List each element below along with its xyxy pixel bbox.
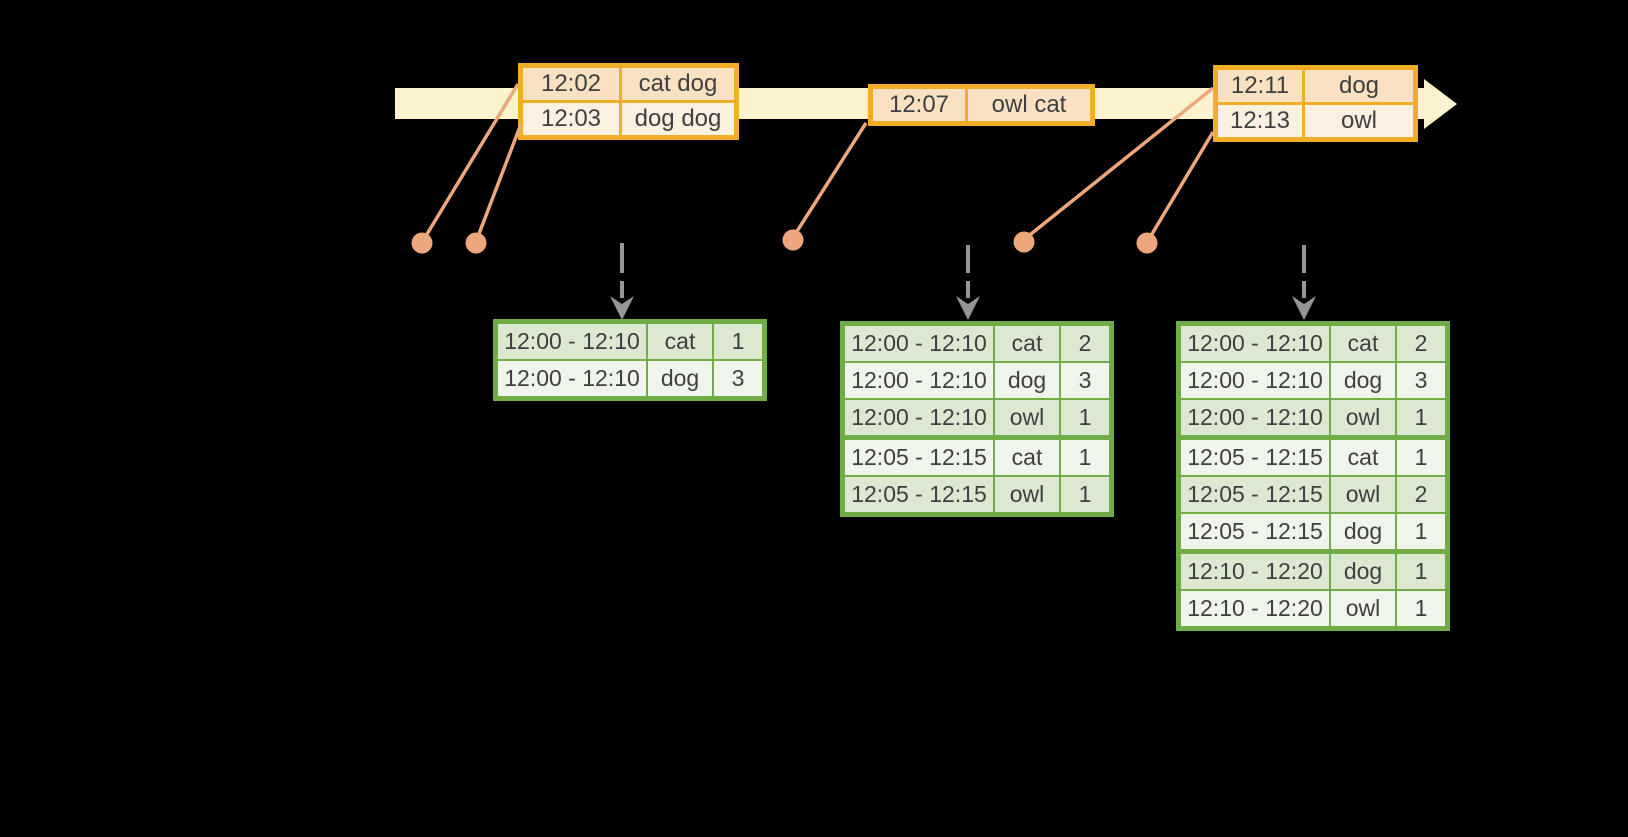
- connector-line: [1147, 131, 1215, 240]
- window-cell: 12:05 - 12:15: [841, 475, 995, 516]
- event-time-dot: [782, 229, 804, 251]
- count-cell: 2: [1395, 475, 1449, 514]
- word-cell: dog: [993, 361, 1061, 400]
- event-time-cell: 12:02: [519, 64, 622, 103]
- event-time-cell: 12:11: [1214, 66, 1305, 105]
- count-cell: 2: [1395, 322, 1449, 363]
- event-time-dots: [411, 229, 1158, 254]
- event-row: 12:02 cat dog: [519, 64, 738, 103]
- count-cell: 1: [1059, 398, 1113, 439]
- count-cell: 1: [1395, 512, 1449, 553]
- word-cell: cat: [993, 322, 1061, 363]
- word-cell: owl: [1329, 398, 1397, 439]
- trigger-arrowhead-icon: [956, 296, 980, 320]
- result-row: 12:10 - 12:20 owl 1: [1177, 589, 1449, 630]
- count-cell: 1: [1395, 589, 1449, 630]
- window-cell: 12:10 - 12:20: [1177, 589, 1331, 630]
- count-cell: 3: [1395, 361, 1449, 400]
- result-row: 12:00 - 12:10 dog 3: [841, 361, 1113, 400]
- word-cell: owl: [1329, 589, 1397, 630]
- event-time-dot: [1136, 232, 1158, 254]
- result-row: 12:05 - 12:15 cat 1: [1177, 435, 1449, 477]
- result-row: 12:05 - 12:15 owl 1: [841, 475, 1113, 516]
- result-table-2: 12:00 - 12:10 cat 2 12:00 - 12:10 dog 3 …: [840, 321, 1114, 517]
- window-cell: 12:00 - 12:10: [1177, 398, 1331, 439]
- result-row: 12:00 - 12:10 cat 1: [494, 320, 766, 361]
- event-words-cell: dog dog: [619, 100, 738, 139]
- event-row: 12:13 owl: [1214, 102, 1417, 141]
- count-cell: 3: [712, 359, 766, 400]
- count-cell: 2: [1059, 322, 1113, 363]
- event-time-cell: 12:03: [519, 100, 622, 139]
- event-table-2: 12:07 owl cat: [868, 84, 1095, 126]
- word-cell: dog: [1329, 512, 1397, 553]
- word-cell: owl: [993, 398, 1061, 439]
- result-row: 12:00 - 12:10 dog 3: [494, 359, 766, 400]
- event-words-cell: owl: [1302, 102, 1417, 141]
- result-table-1: 12:00 - 12:10 cat 1 12:00 - 12:10 dog 3: [493, 319, 767, 401]
- window-cell: 12:10 - 12:20: [1177, 549, 1331, 591]
- word-cell: cat: [993, 435, 1061, 477]
- result-row: 12:10 - 12:20 dog 1: [1177, 549, 1449, 591]
- word-cell: dog: [1329, 549, 1397, 591]
- event-row: 12:07 owl cat: [869, 85, 1094, 125]
- event-table-3: 12:11 dog 12:13 owl: [1213, 65, 1418, 142]
- result-row: 12:00 - 12:10 owl 1: [1177, 398, 1449, 439]
- word-cell: dog: [646, 359, 714, 400]
- count-cell: 3: [1059, 361, 1113, 400]
- window-cell: 12:05 - 12:15: [1177, 475, 1331, 514]
- count-cell: 1: [1395, 398, 1449, 439]
- count-cell: 1: [1395, 549, 1449, 591]
- event-time-dot: [465, 232, 487, 254]
- event-time-dot: [411, 232, 433, 254]
- event-time-cell: 12:07: [869, 85, 968, 125]
- word-cell: cat: [646, 320, 714, 361]
- word-cell: dog: [1329, 361, 1397, 400]
- event-time-cell: 12:13: [1214, 102, 1305, 141]
- count-cell: 1: [1059, 435, 1113, 477]
- word-cell: cat: [1329, 322, 1397, 363]
- result-row: 12:05 - 12:15 owl 2: [1177, 475, 1449, 514]
- result-row: 12:05 - 12:15 cat 1: [841, 435, 1113, 477]
- word-cell: cat: [1329, 435, 1397, 477]
- count-cell: 1: [1395, 435, 1449, 477]
- count-cell: 1: [1059, 475, 1113, 516]
- word-cell: owl: [993, 475, 1061, 516]
- window-cell: 12:05 - 12:15: [1177, 435, 1331, 477]
- window-cell: 12:00 - 12:10: [494, 320, 648, 361]
- window-cell: 12:05 - 12:15: [1177, 512, 1331, 553]
- connector-line: [475, 123, 523, 240]
- window-cell: 12:00 - 12:10: [841, 398, 995, 439]
- result-row: 12:00 - 12:10 owl 1: [841, 398, 1113, 439]
- result-row: 12:00 - 12:10 dog 3: [1177, 361, 1449, 400]
- event-words-cell: owl cat: [965, 85, 1094, 125]
- event-words-cell: dog: [1302, 66, 1417, 105]
- window-cell: 12:05 - 12:15: [841, 435, 995, 477]
- result-table-3: 12:00 - 12:10 cat 2 12:00 - 12:10 dog 3 …: [1176, 321, 1450, 631]
- trigger-arrows: [610, 243, 1316, 320]
- window-cell: 12:00 - 12:10: [1177, 322, 1331, 363]
- count-cell: 1: [712, 320, 766, 361]
- window-cell: 12:00 - 12:10: [841, 322, 995, 363]
- event-table-1: 12:02 cat dog 12:03 dog dog: [518, 63, 739, 140]
- trigger-arrowhead-icon: [610, 296, 634, 320]
- window-cell: 12:00 - 12:10: [841, 361, 995, 400]
- result-row: 12:00 - 12:10 cat 2: [841, 322, 1113, 363]
- trigger-arrowhead-icon: [1292, 296, 1316, 320]
- timeline-arrowhead-icon: [1424, 79, 1457, 129]
- event-row: 12:11 dog: [1214, 66, 1417, 105]
- result-row: 12:05 - 12:15 dog 1: [1177, 512, 1449, 553]
- window-cell: 12:00 - 12:10: [1177, 361, 1331, 400]
- connector-line: [792, 122, 868, 237]
- window-cell: 12:00 - 12:10: [494, 359, 648, 400]
- result-row: 12:00 - 12:10 cat 2: [1177, 322, 1449, 363]
- event-words-cell: cat dog: [619, 64, 738, 103]
- word-cell: owl: [1329, 475, 1397, 514]
- event-time-dot: [1013, 231, 1035, 253]
- event-row: 12:03 dog dog: [519, 100, 738, 139]
